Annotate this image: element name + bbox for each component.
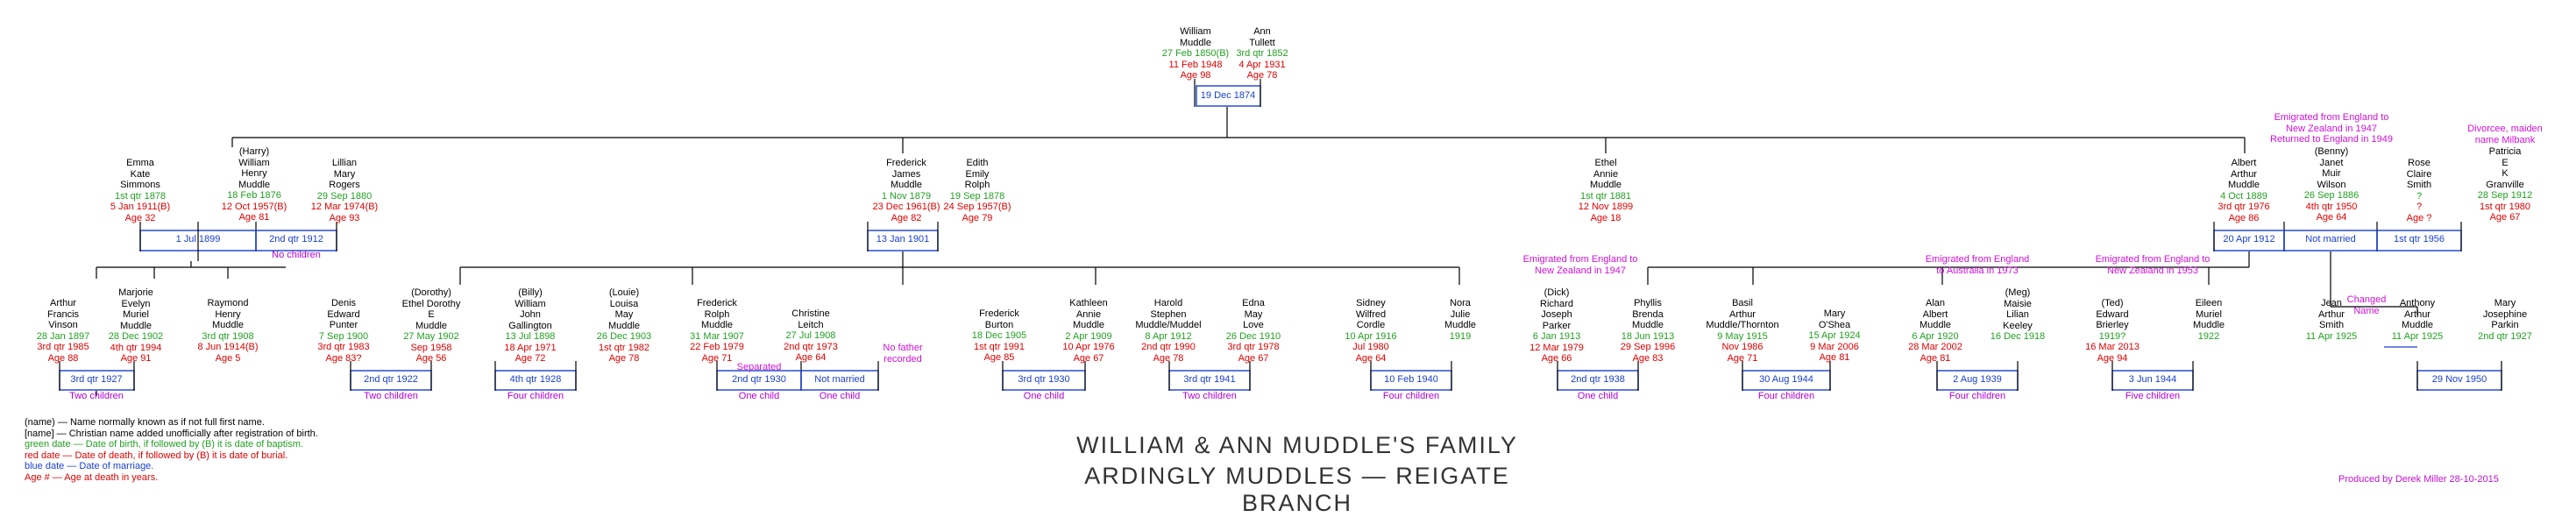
children-note: Four children — [507, 391, 564, 401]
marriage-date: 2 Aug 1939 — [1953, 374, 2002, 385]
note-emigrated-1973: Emigrated from England to Australia in 1… — [1925, 254, 2030, 276]
diagram-title: WILLIAM & ANN MUDDLE'S FAMILY — [1076, 432, 1518, 458]
note-emigrated-1947: Emigrated from England to New Zealand in… — [1522, 254, 1638, 276]
credit-text: Produced by Derek Miller 28-10-2015 — [2338, 474, 2499, 485]
children-note: One child — [819, 391, 861, 401]
marriage-date: 3rd qtr 1927 — [70, 374, 123, 385]
note-patricia-divorcee: Divorcee, maiden name Milbank — [2467, 124, 2543, 145]
legend-item: blue date — Date of marriage. — [25, 461, 154, 471]
note-no-father: No father recorded — [883, 343, 923, 365]
children-note: Four children — [1757, 391, 1815, 401]
note-janet-emigration: Emigrated from England to New Zealand in… — [2269, 112, 2394, 145]
marriage-date: 30 Aug 1944 — [1759, 374, 1813, 385]
marriage-date: Not married — [2305, 234, 2356, 244]
marriage-date: 2nd qtr 1922 — [364, 374, 418, 385]
marriage-date: 10 Feb 1940 — [1384, 374, 1438, 385]
legend-item: green date — Date of birth, if followed … — [25, 439, 303, 450]
children-note: No children — [272, 250, 321, 260]
legend: (name) — Name normally known as if not f… — [25, 417, 318, 483]
children-note: Four children — [1948, 391, 2006, 401]
marriage-date: 3rd qtr 1941 — [1183, 374, 1236, 385]
legend-item: Age # — Age at death in years. — [25, 471, 159, 483]
marriage-date-gen1: 19 Dec 1874 — [1200, 90, 1256, 101]
children-note: One child — [738, 391, 780, 401]
note-emigrated-1953: Emigrated from England to New Zealand in… — [2095, 254, 2211, 276]
marriage-date: 3rd qtr 1930 — [1018, 374, 1070, 385]
children-note: Two children — [1182, 391, 1237, 401]
marriage-date: 2nd qtr 1912 — [269, 234, 323, 244]
marriage-date: 2nd qtr 1930 — [732, 374, 786, 385]
legend-item: [name] — Christian name added unofficial… — [25, 428, 318, 439]
marriage-date: 20 Apr 1912 — [2223, 234, 2275, 244]
children-note: Two children — [69, 391, 124, 401]
marriage-date: 1st qtr 1956 — [2393, 234, 2445, 244]
children-note: Five children — [2125, 391, 2181, 401]
note-separated: Separated — [736, 362, 782, 372]
children-note: Two children — [364, 391, 418, 401]
marriage-date: 13 Jan 1901 — [876, 234, 930, 244]
marriage-date: 3 Jun 1944 — [2128, 374, 2177, 385]
marriage-date: 29 Nov 1950 — [2431, 374, 2487, 385]
legend-item: (name) — Name normally known as if not f… — [25, 417, 265, 428]
children-note: One child — [1577, 391, 1619, 401]
note-changed-name: Changed Name — [2346, 294, 2387, 316]
diagram-subtitle: ARDINGLY MUDDLES — REIGATE BRANCH — [1084, 463, 1510, 516]
marriage-date: 4th qtr 1928 — [509, 374, 562, 385]
marriage-date: 1 Jul 1899 — [175, 234, 221, 244]
marriage-date: 2nd qtr 1938 — [1571, 374, 1625, 385]
marriage-date: Not married — [814, 374, 865, 385]
children-note: Four children — [1382, 391, 1440, 401]
children-note: One child — [1023, 391, 1065, 401]
legend-item: red date — Date of death, if followed by… — [25, 450, 288, 461]
